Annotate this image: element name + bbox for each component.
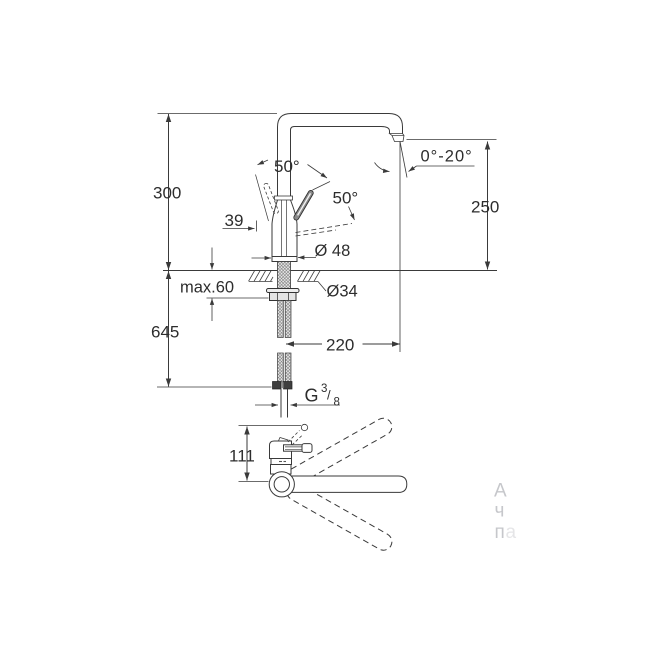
stream-angle-label: 0°-20° [421,148,473,166]
dim-645-label: 645 [151,323,179,342]
handle-arc-left-arrow [257,159,269,166]
spout-top-view [290,475,408,493]
stream-angle-leader [408,165,417,172]
lever-axis-right [312,181,331,191]
lever-horizontal-dashed [295,223,353,233]
dim-250-label: 250 [471,198,499,217]
thread-slash: / [327,388,331,403]
lever-knob-circle [300,423,309,432]
watermark: А ч п а [494,481,517,544]
handle-lever-dashed [263,182,279,215]
handle-angle-side-arrow [348,206,355,221]
body-right-edge [290,199,298,257]
supply-hoses [277,300,292,383]
threaded-shank [277,261,291,289]
lever-dashed-top-view [287,430,300,443]
thread-label: G 3 / 8 [305,383,340,409]
lever-horizontal-dashed2 [295,229,337,237]
watermark-letter-3-faded: а [506,522,517,543]
dim-34-leader [317,281,327,292]
thread-letter: G [305,386,319,406]
swivel-ring-inner [273,476,290,493]
dim-111-label: 111 [229,447,255,466]
handle-lever [293,190,314,221]
thread-numerator: 3 [321,383,327,395]
spout-inner-line [290,126,390,198]
dimensions-front: 300 645 250 0°-20° 50° 50° 39 Ø 48 max.6… [151,113,499,409]
counter-hatch-left [248,270,274,282]
mounting-washer [266,288,300,293]
watermark-letter-3: п [495,522,505,543]
hose-fittings [272,381,293,390]
stream-line-tilted [399,141,408,178]
lever-bar-top-view [283,444,304,452]
dim-39-label: 39 [225,211,244,230]
dim-max60-label: max.60 [180,279,234,297]
dim-220-label: 220 [326,336,354,355]
lever-end-cap [301,443,313,453]
handle-angle-front-label: 50° [274,157,300,176]
top-view: 111 [229,417,408,551]
counter-hatch-right [297,270,321,282]
handle-arc-right-arrow [307,164,328,179]
stream-angle-arc-arrow [374,162,390,173]
handle-angle-side-label: 50° [333,189,359,208]
collar-joint [274,195,293,201]
lever-axis-left [255,174,269,222]
body-left-edge [271,199,278,257]
watermark-letter-1: А [494,481,507,502]
mounting-nut [269,292,297,301]
dim-48-label: Ø 48 [315,242,351,260]
dim-34-label: Ø34 [327,283,358,301]
spout-outer-line [277,113,403,198]
dim-300-label: 300 [153,184,181,203]
outlet-mousseur [388,133,405,142]
thread-denominator: 8 [334,397,340,409]
base-ring [271,256,298,262]
lever-dashed-top-view2 [291,434,304,446]
front-view [163,113,497,418]
watermark-letter-2: ч [495,501,505,522]
